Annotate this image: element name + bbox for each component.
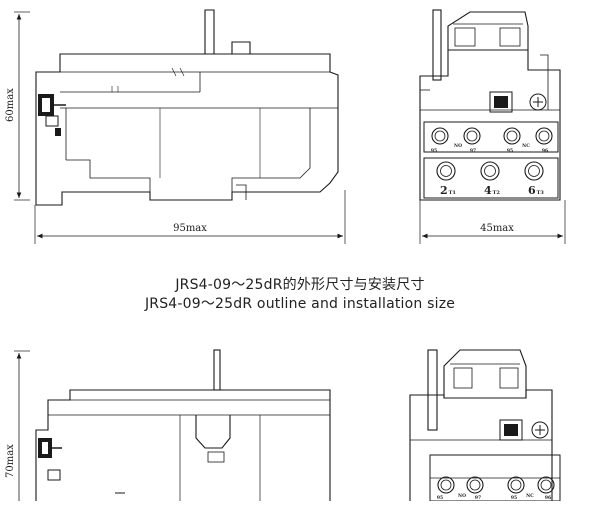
aux-terminal-screw [463,127,481,145]
aux-terminal-screw [537,476,555,494]
caption-chinese: JRS4-09～25dR的外形尺寸与安装尺寸 [175,277,425,293]
bottom-side-view [14,349,331,501]
terminal-code: 96 [542,148,548,154]
terminal-number-sub: T1 [449,190,456,196]
terminal-number: 6 [528,184,536,197]
main-terminal-screw [436,161,456,181]
bottom-height-label: 70max [5,444,16,478]
top-front-view [419,9,566,244]
terminal-code: NO [454,143,462,149]
aux-terminal-screw [503,127,521,145]
aux-terminal-screw [437,476,455,494]
terminal-code: NC [526,493,534,499]
top-aux-terminals [431,127,553,145]
terminal-code: 95 [437,495,443,501]
bottom-aux-terminal-codes: 95 NO 97 95 NC 96 [437,493,551,501]
aux-terminal-screw [466,476,484,494]
terminal-number-sub: T3 [537,190,545,196]
main-terminal-screw [480,161,500,181]
terminal-number: 2 [440,184,448,197]
top-height-label: 60max [5,88,16,122]
terminal-code: 95 [507,148,513,154]
bottom-front-view [409,349,561,502]
svg-text:4T2: 4T2 [484,184,500,197]
terminal-code: 95 [511,495,517,501]
terminal-code: NC [522,143,530,149]
caption-english: JRS4-09～25dR outline and installation si… [144,296,456,312]
svg-text:6T3: 6T3 [528,184,544,197]
top-main-terminal-numbers: 2T1 4T2 6T3 [440,184,544,197]
aux-terminal-screw [507,476,525,494]
top-width-label: 95max [173,223,207,234]
top-main-terminals [436,161,544,181]
bottom-aux-terminals [437,476,555,494]
svg-text:2T1: 2T1 [440,184,456,197]
top-side-view [14,9,346,244]
top-side-width-label: 45max [480,223,514,234]
terminal-code: NO [458,493,466,499]
aux-terminal-screw [535,127,553,145]
terminal-code: 97 [475,495,481,501]
top-aux-terminal-codes: 95 NO 97 95 NC 96 [431,143,548,154]
terminal-code: 96 [545,495,551,501]
terminal-code: 97 [470,148,476,154]
terminal-code: 95 [431,148,437,154]
terminal-number: 4 [484,184,492,197]
terminal-number-sub: T2 [493,190,501,196]
main-terminal-screw [524,161,544,181]
aux-terminal-screw [431,127,449,145]
